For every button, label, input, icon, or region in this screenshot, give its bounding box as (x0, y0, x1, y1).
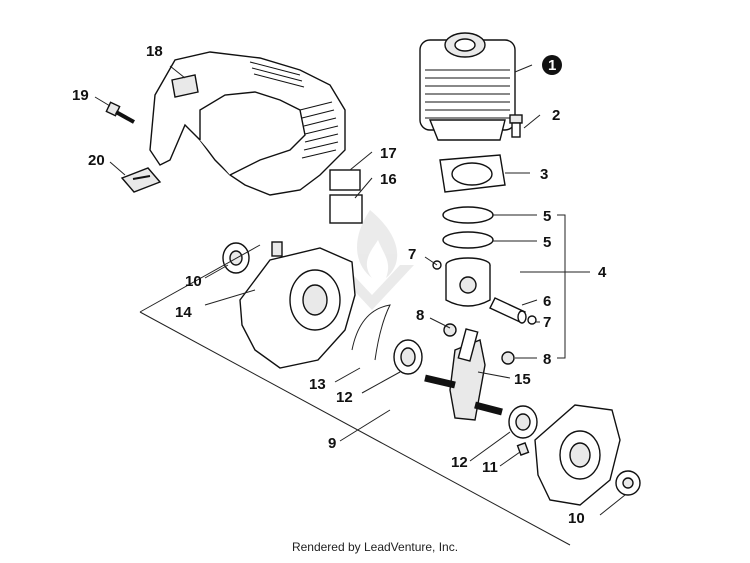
piston-clip-right-part[interactable] (527, 315, 537, 325)
cylinder-bolt-part[interactable] (509, 114, 523, 138)
callout-labels: 1 2 3 4 5 5 6 7 7 8 8 9 10 10 11 12 12 1… (72, 43, 607, 527)
callout-5-lower: 5 (543, 234, 551, 251)
callout-1-badge (542, 55, 562, 75)
sheet-17-part[interactable] (329, 169, 361, 191)
callout-12-lower: 12 (451, 454, 468, 471)
callout-2: 2 (552, 107, 560, 124)
callout-11: 11 (482, 459, 498, 476)
callout-7-right: 7 (543, 314, 551, 331)
cylinder-part[interactable] (419, 32, 516, 141)
callout-6: 6 (543, 293, 551, 310)
crankcase-left-part[interactable] (239, 241, 356, 369)
callout-8-upper: 8 (416, 307, 424, 324)
crankcase-right-part[interactable] (534, 404, 621, 506)
callout-15: 15 (514, 371, 531, 388)
piston-part[interactable] (445, 257, 491, 307)
callout-19: 19 (72, 87, 89, 104)
circlip-part[interactable] (351, 304, 391, 361)
dowel-pin-part[interactable] (516, 442, 530, 456)
callout-7-left: 7 (408, 246, 416, 263)
needle-bearing-lower-part[interactable] (501, 351, 515, 365)
callout-4: 4 (598, 264, 607, 281)
piston-pin-part[interactable] (489, 297, 527, 324)
callout-20: 20 (88, 152, 105, 169)
callout-13: 13 (309, 376, 326, 393)
callout-10-right: 10 (568, 510, 585, 527)
cylinder-gasket-part[interactable] (439, 154, 506, 193)
callout-3: 3 (540, 166, 548, 183)
callout-1: 1 (548, 57, 556, 74)
piston-ring-lower-part[interactable] (442, 231, 494, 249)
callout-14: 14 (175, 304, 192, 321)
ball-bearing-left-part[interactable] (393, 339, 423, 375)
piston-ring-upper-part[interactable] (442, 206, 494, 224)
callout-9: 9 (328, 435, 336, 452)
crankshaft-part[interactable] (424, 328, 503, 421)
oil-seal-right-part[interactable] (615, 470, 641, 496)
callout-17: 17 (380, 145, 397, 162)
callout-18: 18 (146, 43, 163, 60)
callout-16: 16 (380, 171, 397, 188)
render-credit: Rendered by LeadVenture, Inc. (291, 540, 459, 554)
cylinder-cover-part[interactable] (149, 51, 346, 196)
sheet-16-part[interactable] (329, 194, 363, 224)
callout-5-upper: 5 (543, 208, 551, 225)
leader-lines (94, 64, 626, 546)
callout-10-left: 10 (185, 273, 202, 290)
label-plate-part[interactable] (120, 167, 162, 193)
callout-12-middle: 12 (336, 389, 353, 406)
ball-bearing-right-part[interactable] (508, 405, 538, 439)
callout-8-lower: 8 (543, 351, 551, 368)
cover-screw-part[interactable] (105, 101, 135, 124)
